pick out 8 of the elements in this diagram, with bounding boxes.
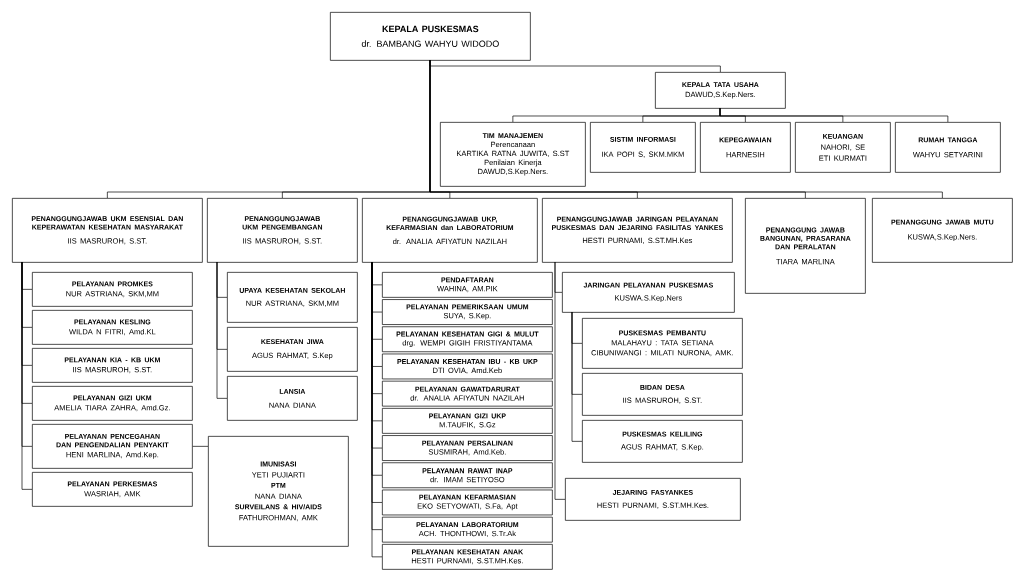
connector-line xyxy=(216,261,228,399)
connector-line xyxy=(554,261,566,500)
connector-line xyxy=(571,311,583,442)
connector-line xyxy=(429,59,943,199)
connector-line xyxy=(192,446,209,447)
org-box: KEPALA PUSKESMAS dr. BAMBANG WAHYU WIDODO xyxy=(330,12,531,61)
connector-line xyxy=(719,107,949,123)
connector-line xyxy=(21,261,33,490)
